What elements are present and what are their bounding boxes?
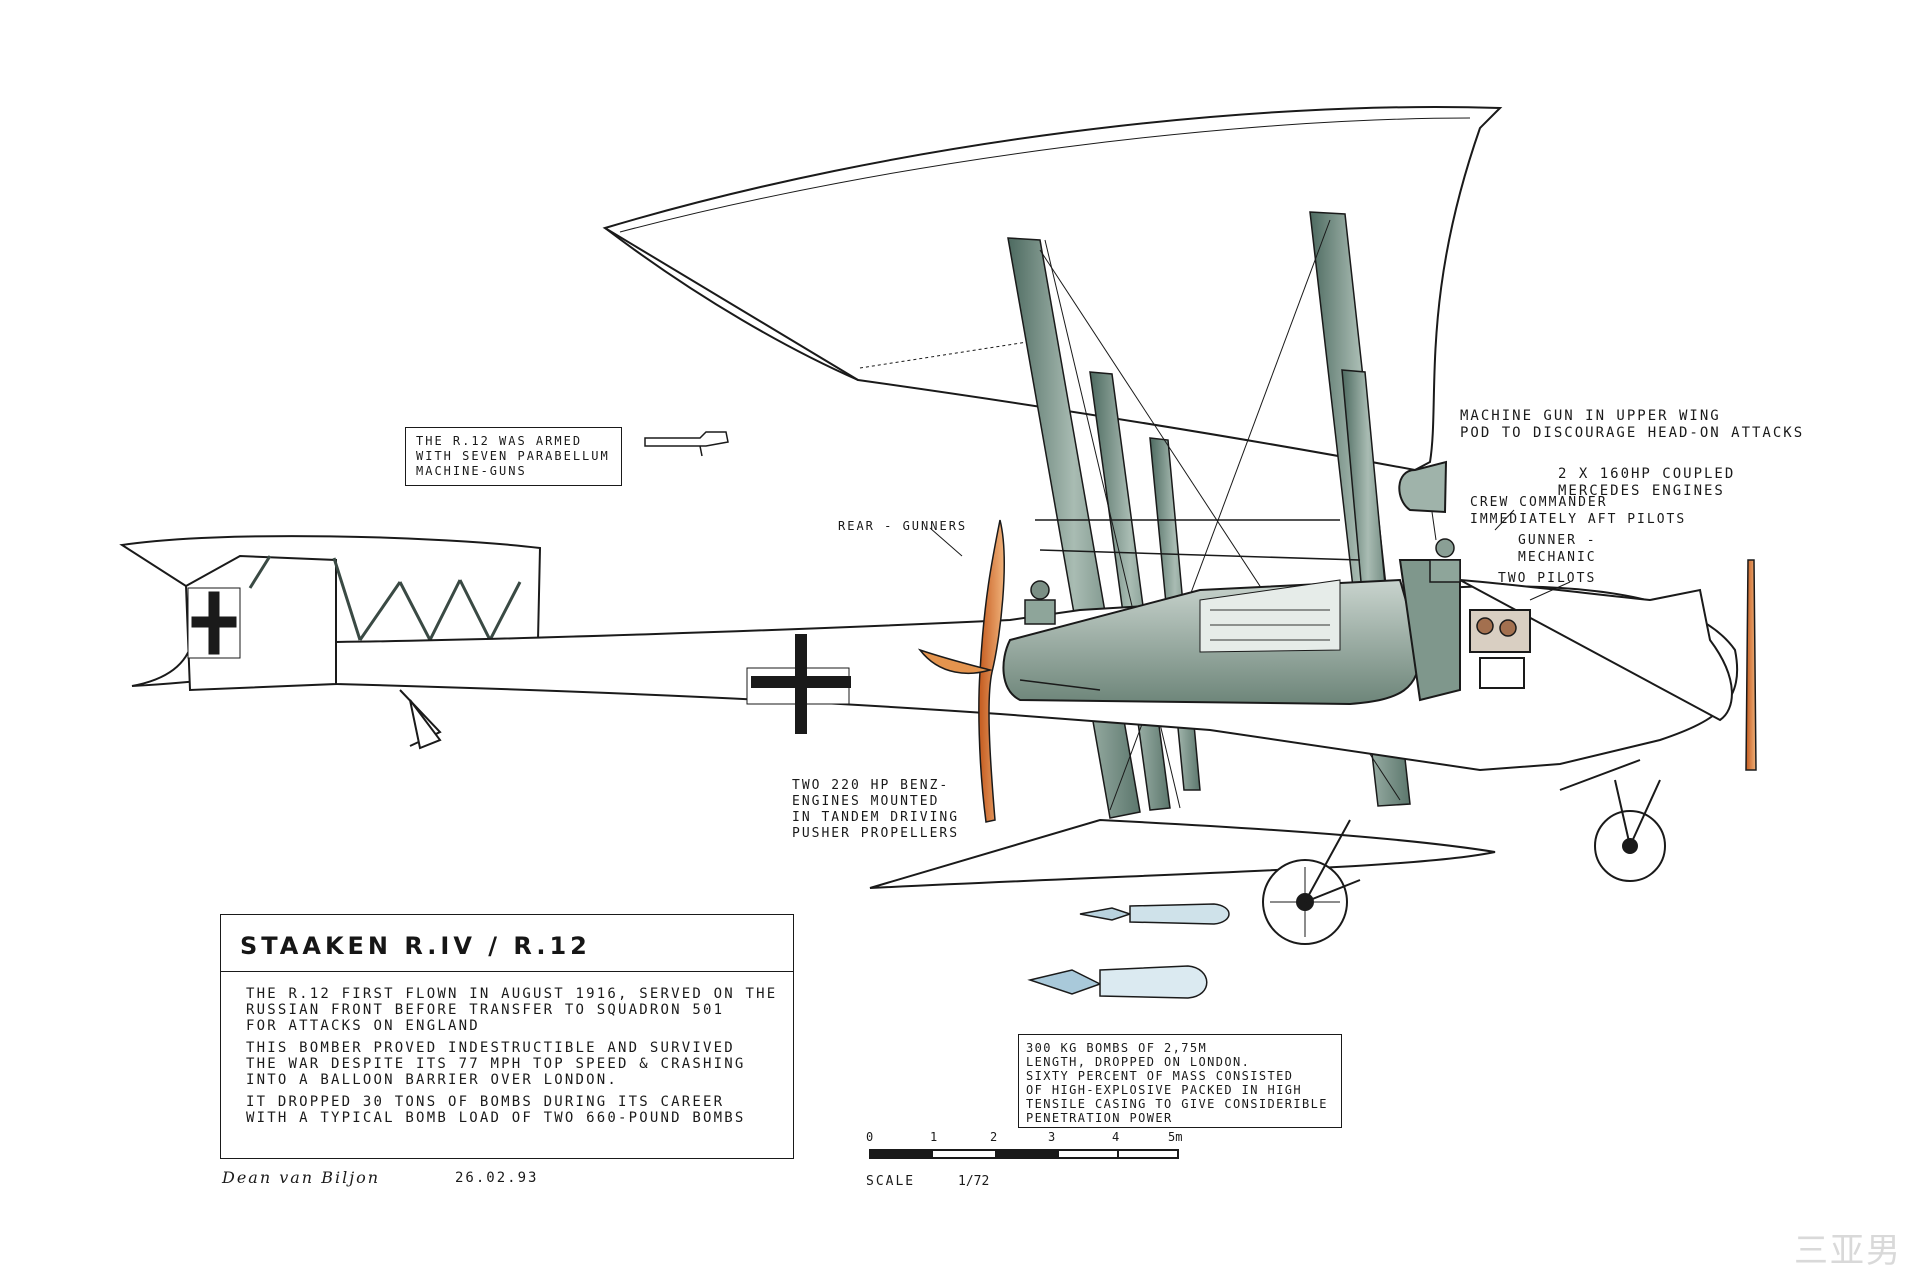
scale-tick-4: 4 [1112, 1130, 1120, 1144]
lower-wing [869, 818, 1496, 889]
scale-tick-5: 5m [1168, 1130, 1183, 1144]
machine-gun-sketch [644, 431, 729, 457]
page-title: STAAKEN R.IV / R.12 [240, 932, 591, 960]
benz-engines-note: TWO 220 HP BENZ- ENGINES MOUNTED IN TAND… [792, 778, 960, 841]
scale-tick-1: 1 [930, 1130, 938, 1144]
wing-gun-note: MACHINE GUN IN UPPER WING POD TO DISCOUR… [1460, 408, 1805, 441]
description-p2: THIS BOMBER PROVED INDESTRUCTIBLE AND SU… [246, 1040, 746, 1088]
scale-ratio: 1/72 [958, 1174, 990, 1189]
title-box [220, 914, 794, 972]
crew-commander-note: CREW COMMANDER IMMEDIATELY AFT PILOTS [1470, 495, 1687, 527]
description-p1: THE R.12 FIRST FLOWN IN AUGUST 1916, SER… [246, 986, 778, 1034]
engines-note: 2 x 160HP COUPLED MERCEDES ENGINES [1558, 466, 1736, 499]
bomb-small [1079, 903, 1230, 925]
bomb-large [1027, 965, 1208, 999]
armament-note: THE R.12 WAS ARMED WITH SEVEN PARABELLUM… [416, 434, 610, 478]
watermark: 三亚男 [1794, 1231, 1902, 1271]
leader-lines [929, 509, 1571, 601]
nose-section [1459, 579, 1733, 722]
gunner-note: GUNNER - MECHANIC [1518, 533, 1597, 565]
pusher-propeller [917, 519, 1005, 823]
scale-bar [869, 1149, 1179, 1159]
nose-propeller [1745, 559, 1757, 771]
armament-note-box [405, 427, 622, 486]
rear-gunners-note: REAR - GUNNERS [838, 519, 968, 533]
description-box [220, 970, 794, 1159]
signature-date: 26.02.93 [455, 1170, 539, 1186]
landing-gear [1262, 759, 1666, 945]
tail-skid [409, 699, 442, 750]
engine-nacelle [1002, 559, 1461, 706]
two-pilots-note: TWO PILOTS [1498, 571, 1597, 586]
crew-figures [1024, 538, 1517, 637]
bombs-note-box [1018, 1034, 1342, 1128]
artist-signature: Dean van Biljon [222, 1168, 381, 1187]
scale-tick-2: 2 [990, 1130, 998, 1144]
scale-label: SCALE [866, 1174, 916, 1189]
fuselage-cross-insignia [746, 634, 851, 734]
scale-tick-3: 3 [1048, 1130, 1056, 1144]
scale-tick-0: 0 [866, 1130, 874, 1144]
tail-cross-insignia [187, 587, 241, 659]
description-p3: IT DROPPED 30 TONS OF BOMBS DURING ITS C… [246, 1094, 746, 1126]
bombs-note: 300 KG BOMBS OF 2,75m LENGTH, DROPPED ON… [1026, 1041, 1328, 1125]
wing-gun-pod [1398, 460, 1448, 514]
